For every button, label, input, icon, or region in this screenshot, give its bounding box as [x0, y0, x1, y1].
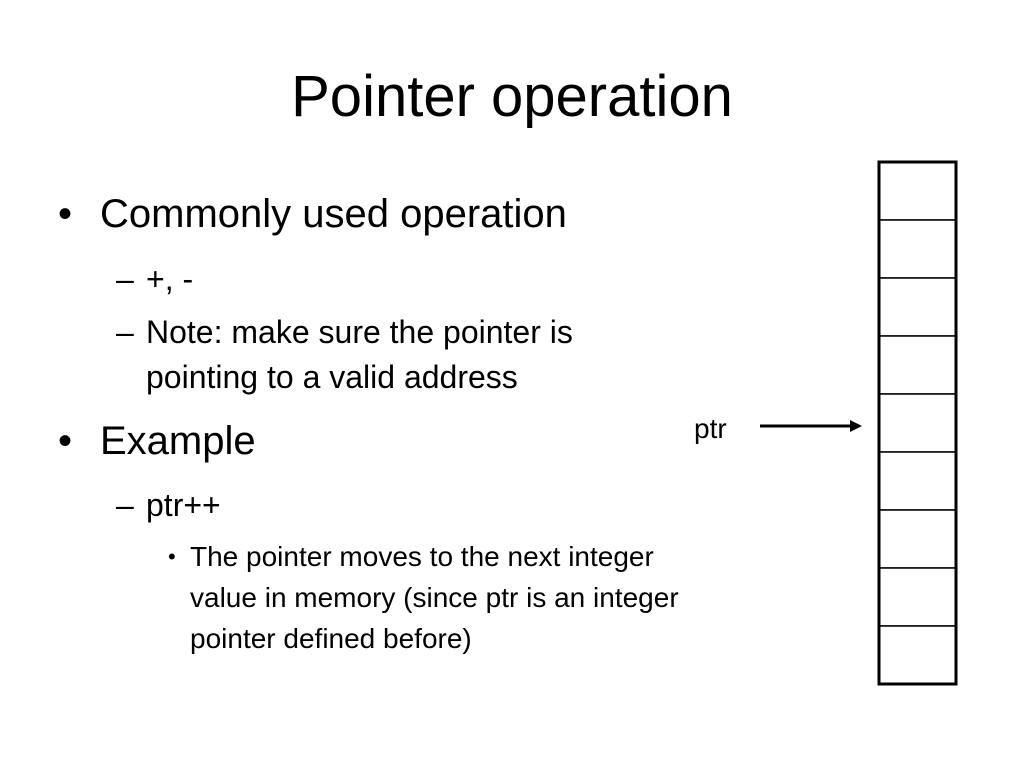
- memory-cell: [878, 567, 957, 627]
- memory-outline: [877, 160, 958, 686]
- dash-marker: –: [116, 261, 134, 297]
- memory-cell: [878, 161, 957, 221]
- memory-cell: [878, 335, 957, 395]
- bullet-example: • Example: [58, 418, 256, 464]
- memory-cell: [878, 219, 957, 279]
- ptr-label: ptr: [694, 413, 727, 444]
- sub-bullet-text: ptr++: [146, 487, 221, 523]
- bullet-text: Example: [100, 419, 256, 463]
- memory-cell: [878, 393, 957, 453]
- dash-marker: –: [116, 487, 134, 523]
- explanation-line-1: The pointer moves to the next integer: [190, 541, 654, 572]
- bullet-marker: •: [168, 544, 176, 569]
- pointer-arrow: [760, 420, 862, 432]
- bullet-marker: •: [58, 192, 73, 236]
- note-line-1: Note: make sure the pointer is: [146, 314, 573, 350]
- sub-bullet-ptr-increment: – ptr++: [116, 483, 221, 528]
- memory-cell: [878, 277, 957, 337]
- slide-title: Pointer operation: [291, 64, 733, 129]
- sub-bullet-text: +, -: [146, 261, 194, 297]
- explanation-line-2: value in memory (since ptr is an integer: [190, 582, 679, 613]
- dash-marker: –: [116, 314, 134, 350]
- note-line-2: pointing to a valid address: [146, 359, 518, 395]
- memory-column: [877, 160, 958, 686]
- explanation-line-3: pointer defined before): [190, 623, 472, 654]
- sub-sub-bullet-explanation: • The pointer moves to the next integer …: [168, 536, 679, 659]
- sub-bullet-operators: – +, -: [116, 257, 194, 302]
- bullet-commonly-used-operation: • Commonly used operation: [58, 191, 567, 237]
- memory-cell: [878, 509, 957, 569]
- memory-cell: [878, 451, 957, 511]
- sub-bullet-note: – Note: make sure the pointer is pointin…: [116, 310, 573, 400]
- memory-cell: [878, 625, 957, 685]
- bullet-marker: •: [58, 419, 73, 463]
- bullet-text: Commonly used operation: [100, 192, 567, 236]
